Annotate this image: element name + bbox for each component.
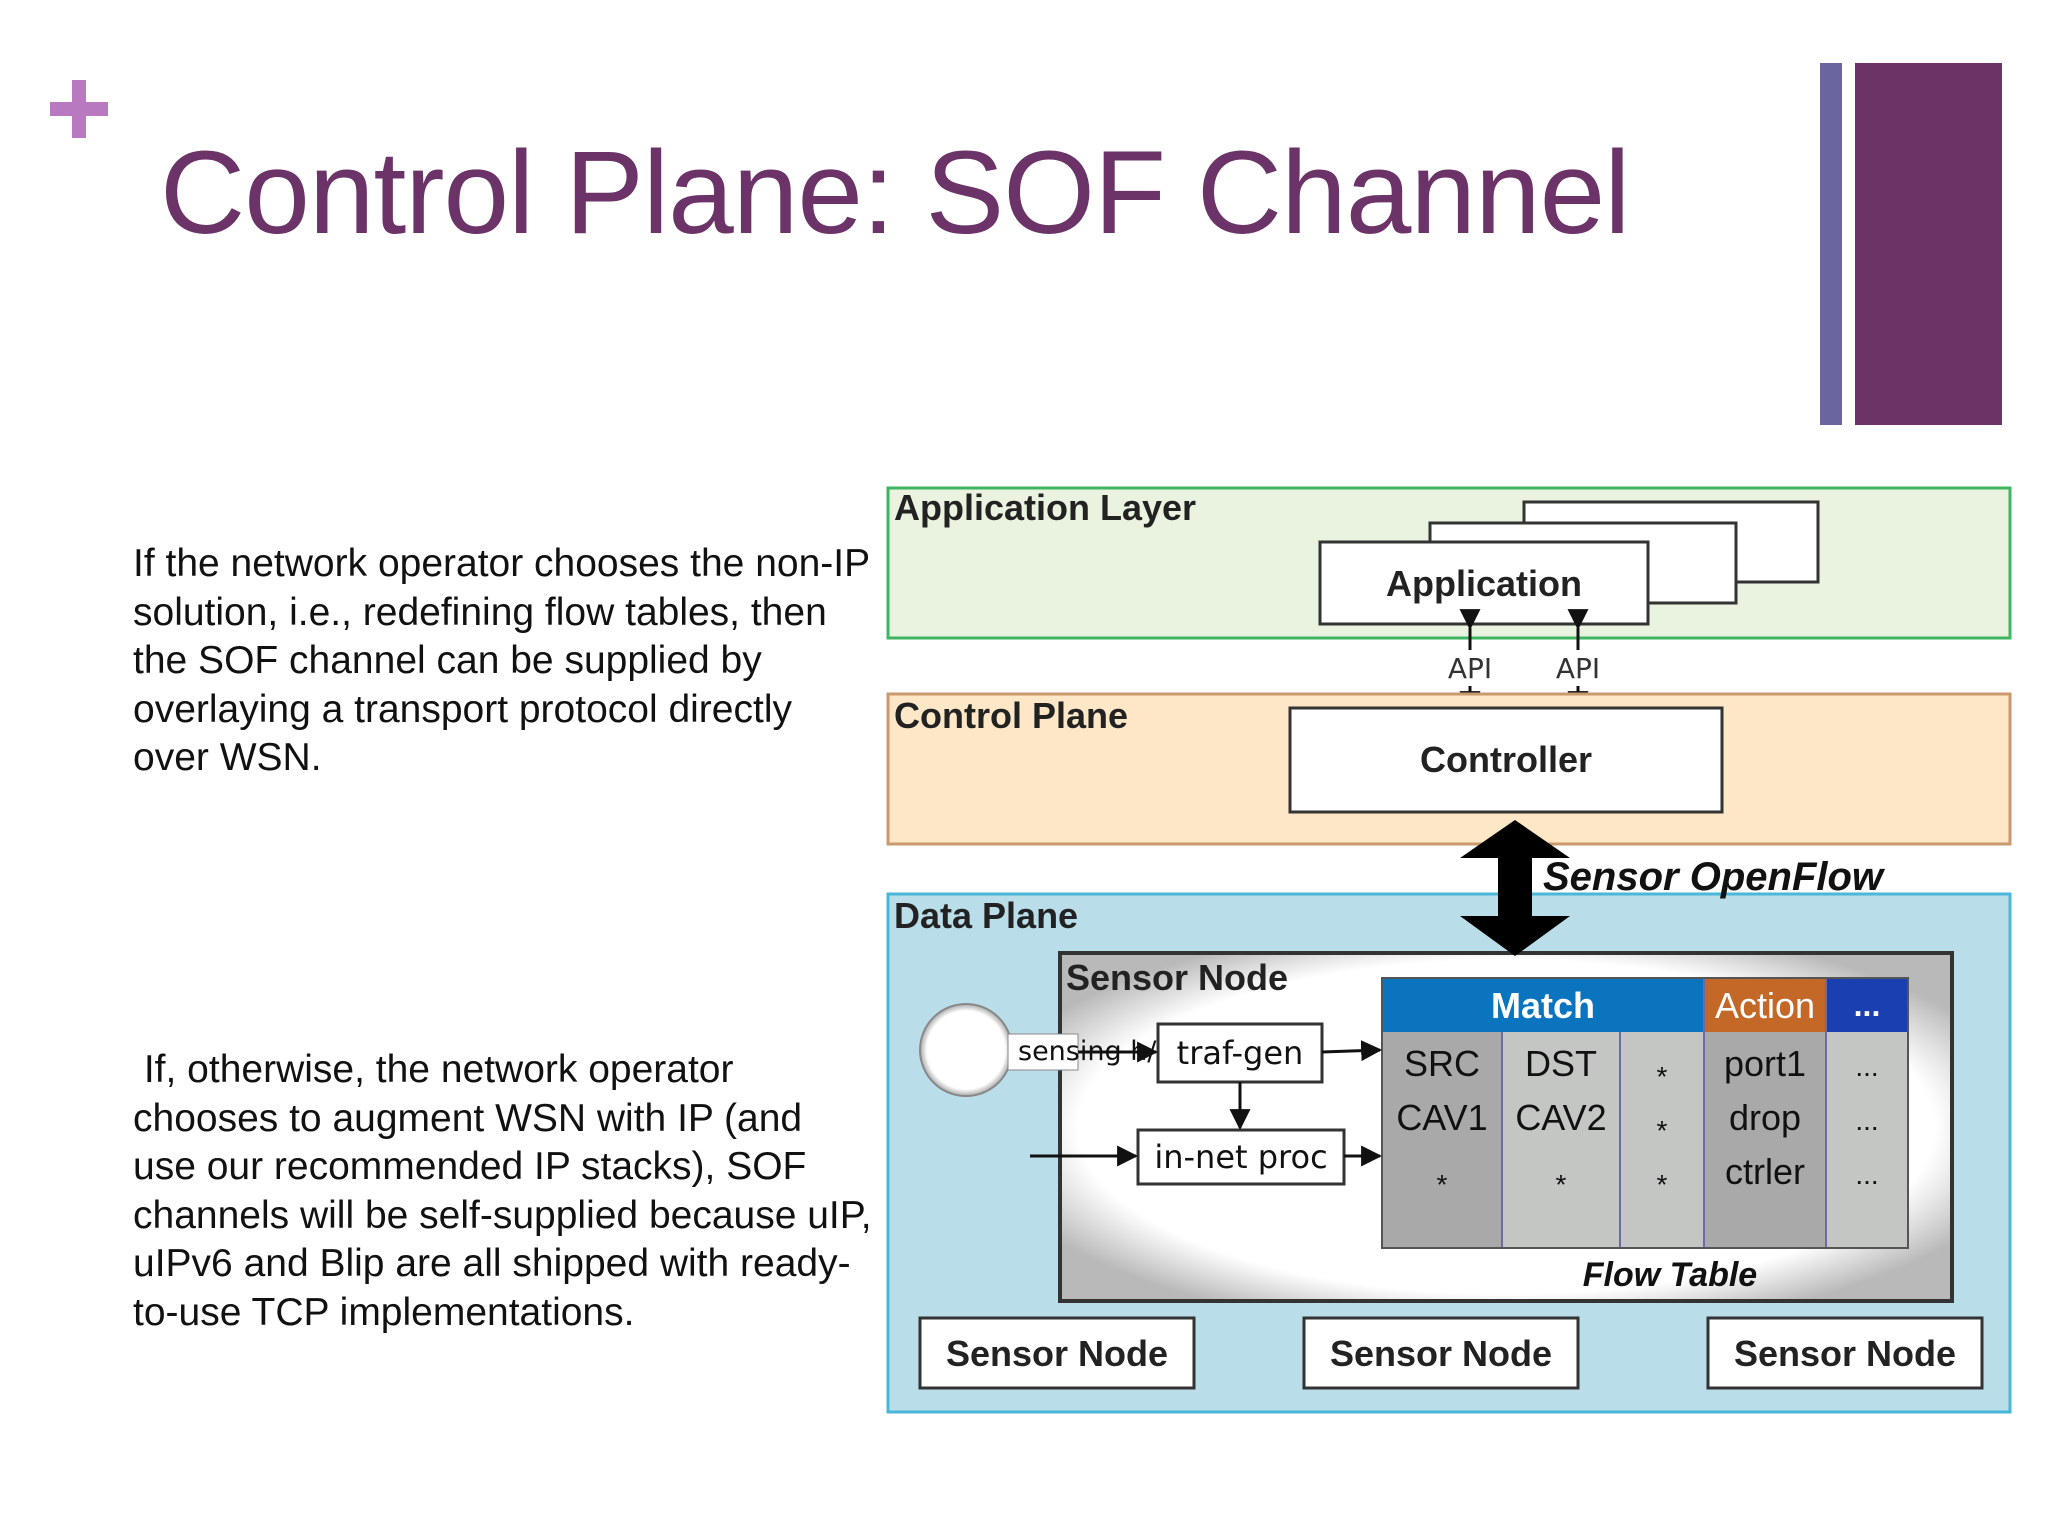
flow-table-header-match: Match xyxy=(1491,985,1595,1026)
flow-table-cell: ctrler xyxy=(1725,1151,1805,1192)
in-net-proc-label: in-net proc xyxy=(1154,1138,1327,1176)
flow-table-caption: Flow Table xyxy=(1583,1256,1757,1294)
body-paragraph-2: If, otherwise, the network operator choo… xyxy=(133,1048,883,1334)
internal-arrows xyxy=(1030,1040,1383,1167)
sensor-node-box-3 xyxy=(1706,1316,1984,1390)
application-label: Application xyxy=(1386,563,1582,604)
flow-table-cell: * xyxy=(1657,1169,1668,1200)
sensor-node-box-1 xyxy=(918,1316,1196,1390)
flow-table-cell: * xyxy=(1556,1169,1567,1200)
api-connectors: API API xyxy=(1440,609,1608,713)
controller-box xyxy=(1288,706,1724,814)
slide-title: Control Plane: SOF Channel xyxy=(160,127,1630,259)
accent-bar-thin xyxy=(1820,63,1842,425)
data-plane: Data Plane Sensor Node Match Action ... … xyxy=(886,892,2012,1414)
sensor-node-title: Sensor Node xyxy=(1066,957,1288,998)
control-plane-label: Control Plane xyxy=(894,695,1128,736)
sensor-node-label-2: Sensor Node xyxy=(1330,1333,1552,1374)
flow-table-cell: CAV2 xyxy=(1515,1097,1606,1138)
sensor-openflow-label: Sensor OpenFlow xyxy=(1543,855,1886,899)
flow-table-cell: * xyxy=(1437,1169,1448,1200)
traf-gen-box xyxy=(1156,1022,1324,1084)
application-layer-label: Application Layer xyxy=(894,487,1196,528)
application-layer: Application Layer Application xyxy=(886,486,2012,640)
data-plane-label: Data Plane xyxy=(894,895,1078,936)
traf-gen-label: traf-gen xyxy=(1177,1034,1304,1072)
flow-table-cell: * xyxy=(1657,1061,1668,1092)
accent-bar-thick xyxy=(1855,63,2002,425)
flow-table-cell: port1 xyxy=(1724,1043,1806,1084)
api-label-1: API xyxy=(1448,652,1492,685)
sensor-node-label-3: Sensor Node xyxy=(1734,1333,1956,1374)
flow-table-cell: ... xyxy=(1855,1159,1878,1190)
plus-icon xyxy=(50,80,108,138)
flow-table-cell: DST xyxy=(1525,1043,1597,1084)
flow-table-header-more: ... xyxy=(1854,987,1881,1023)
flow-table-rows: SRC DST * port1... CAV1 CAV2 * drop... * * * ctrler… xyxy=(1396,1043,1878,1200)
body-paragraph-1: If the network operator chooses the non-… xyxy=(133,542,870,779)
sensor-openflow-arrow: Sensor OpenFlow xyxy=(1460,820,1886,956)
sensor-node-label-1: Sensor Node xyxy=(946,1333,1168,1374)
flow-table-cell: SRC xyxy=(1404,1043,1480,1084)
flow-table-header-action: Action xyxy=(1715,985,1815,1026)
sof-architecture-diagram: Application Layer Application API API Co… xyxy=(886,486,2012,1414)
api-label-2: API xyxy=(1556,652,1600,685)
flow-table-cell: CAV1 xyxy=(1396,1097,1487,1138)
flow-table-cell: ... xyxy=(1855,1051,1878,1082)
control-plane: Control Plane Controller xyxy=(886,692,2012,846)
controller-label: Controller xyxy=(1420,739,1592,780)
flow-table-cell: ... xyxy=(1855,1105,1878,1136)
flow-table: Match Action ... SRC DST * port1... CAV1 CAV2… xyxy=(1381,977,1909,1294)
flow-table-cell: drop xyxy=(1729,1097,1801,1138)
sensing-hw-circle xyxy=(919,1003,1013,1097)
application-box xyxy=(1318,540,1650,626)
sensor-node-box-2 xyxy=(1302,1316,1580,1390)
bottom-sensor-nodes: Sensor Node Sensor Node Sensor Node xyxy=(918,1316,1984,1390)
flow-table-cell: * xyxy=(1657,1115,1668,1146)
